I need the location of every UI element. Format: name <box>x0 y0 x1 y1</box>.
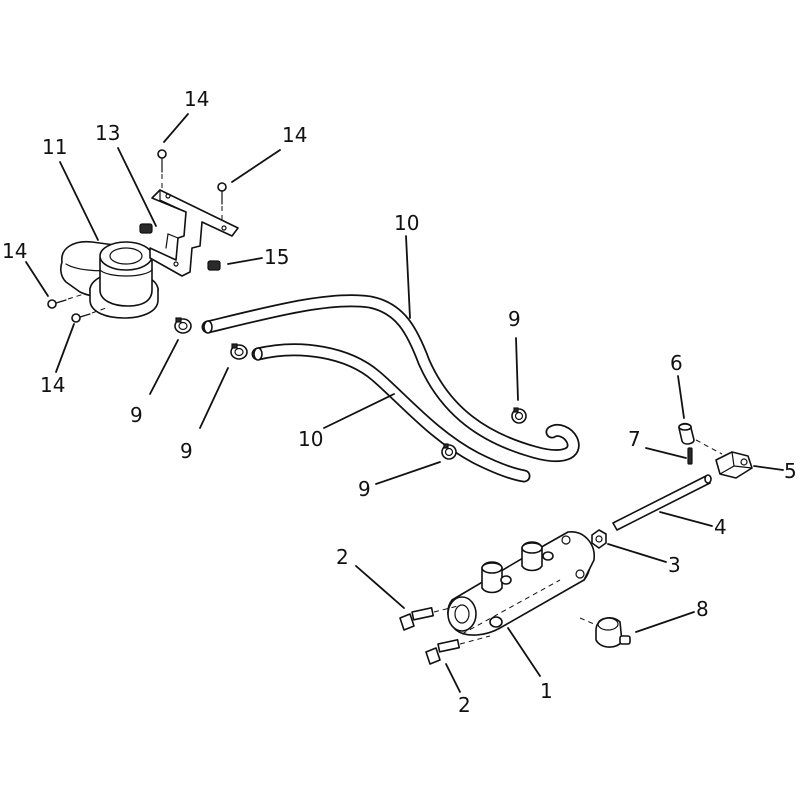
screw-left <box>47 293 85 309</box>
callout-1: 1 <box>540 679 553 703</box>
lock-nut <box>591 529 607 549</box>
callout-9-right: 9 <box>508 307 521 331</box>
callout-10-bottom: 10 <box>298 427 323 451</box>
push-rod <box>612 474 712 531</box>
callout-14-bottom: 14 <box>40 373 65 397</box>
callout-14-bracket: 14 <box>282 123 307 147</box>
callout-8: 8 <box>696 597 709 621</box>
callout-9-middle: 9 <box>358 477 371 501</box>
callout-10-top: 10 <box>394 211 419 235</box>
reservoir <box>60 240 159 319</box>
screw-top-left <box>157 149 167 188</box>
callout-15: 15 <box>264 245 289 269</box>
flange-bolt-lower <box>425 635 491 665</box>
clevis <box>715 451 753 479</box>
clevis-pin <box>678 422 723 455</box>
callout-6: 6 <box>670 351 683 375</box>
hose-lower <box>251 343 531 483</box>
callout-13: 13 <box>95 121 120 145</box>
callout-7: 7 <box>628 427 641 451</box>
hose-clamp-right <box>511 407 527 424</box>
callout-14-top: 14 <box>184 87 209 111</box>
master-cylinder <box>447 531 595 636</box>
callout-2-upper: 2 <box>336 545 349 569</box>
callout-5: 5 <box>784 459 797 483</box>
reservoir-fitting <box>579 617 631 648</box>
cotter-pin <box>687 447 693 465</box>
callout-14-left: 14 <box>2 239 27 263</box>
callout-9-lower-left: 9 <box>180 439 193 463</box>
callout-11: 11 <box>42 135 67 159</box>
grommet <box>139 223 221 271</box>
hose-clamp-upper-left <box>174 317 192 334</box>
callout-labels: 14 13 14 11 14 15 14 10 9 9 9 10 9 6 7 5… <box>2 87 797 717</box>
hose-clamp-lower-left <box>230 343 248 360</box>
callout-2-lower: 2 <box>458 693 471 717</box>
mounting-bracket <box>149 189 239 277</box>
callout-9-upper-left: 9 <box>130 403 143 427</box>
screw-bottom <box>71 307 107 323</box>
leader-lines <box>25 113 784 693</box>
flange-bolt-upper <box>399 605 459 631</box>
hose-clamp-middle <box>441 443 457 460</box>
hose-upper <box>201 294 580 462</box>
screw-top-right <box>217 182 227 222</box>
callout-3: 3 <box>668 553 681 577</box>
callout-4: 4 <box>714 515 727 539</box>
